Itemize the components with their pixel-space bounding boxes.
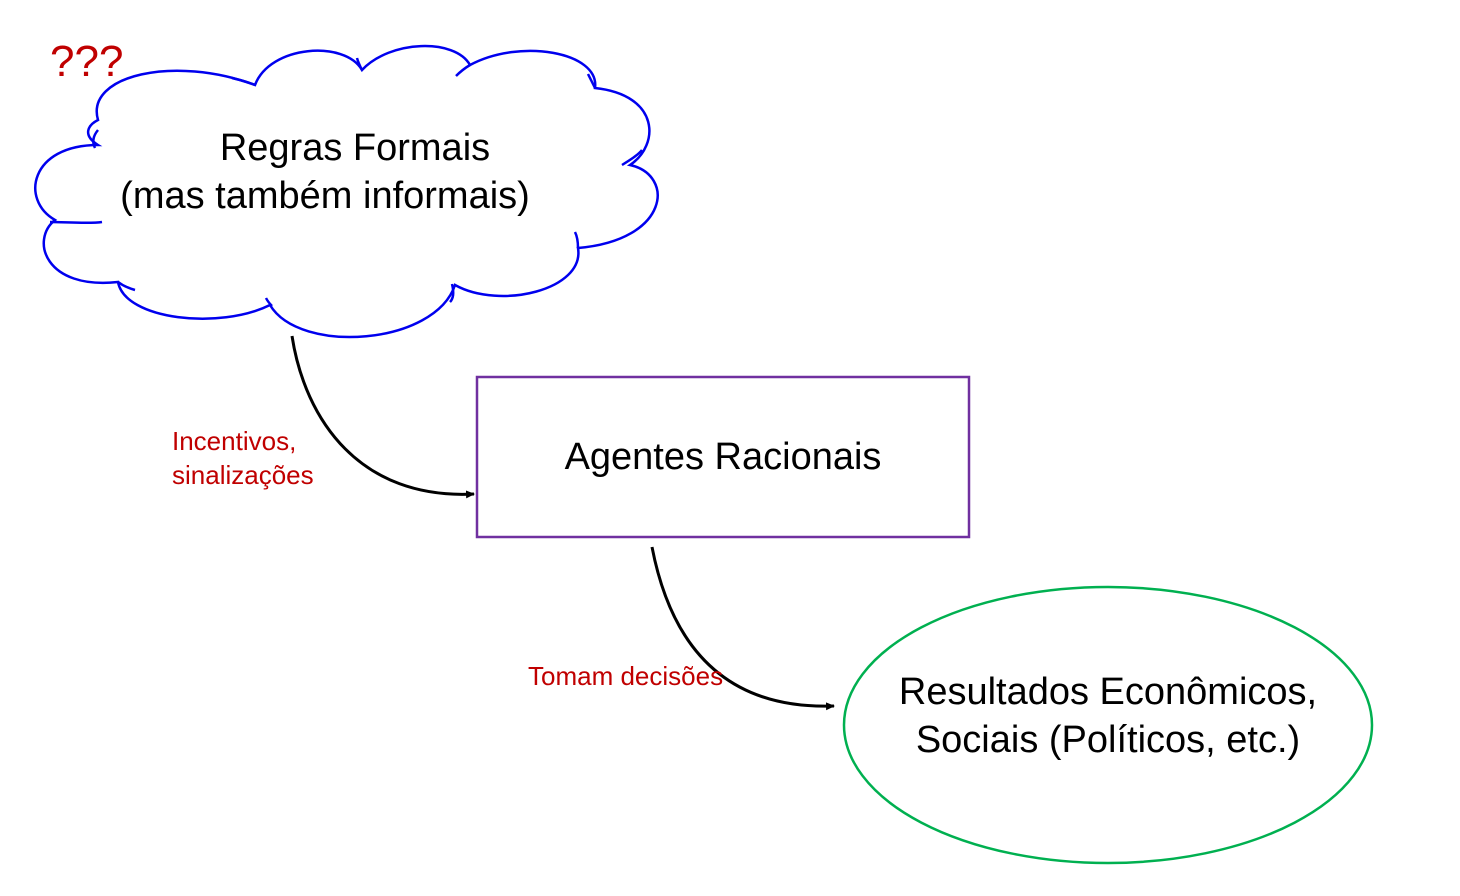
cloud-text-line1: Regras Formais: [219, 127, 491, 169]
arrow1-label-line2: sinalizações: [172, 460, 314, 490]
arrow1-label-line1: Incentivos,: [172, 426, 297, 456]
arrow2-label: Tomam decisões: [528, 661, 724, 691]
cloud-shape: [34, 44, 659, 339]
resultados-line1: Resultados Econômicos,: [898, 671, 1318, 713]
arrow-cloud-to-box: [290, 335, 475, 499]
resultados-line2: Sociais (Políticos, etc.): [915, 719, 1301, 761]
cloud-text-line2: (mas também informais): [120, 175, 530, 217]
question-marks: ???: [50, 37, 124, 86]
arrow-box-to-ellipse: [650, 546, 835, 711]
agentes-label: Agentes Racionais: [564, 436, 882, 478]
agentes-box: [475, 375, 971, 539]
resultados-ellipse: [842, 585, 1374, 865]
